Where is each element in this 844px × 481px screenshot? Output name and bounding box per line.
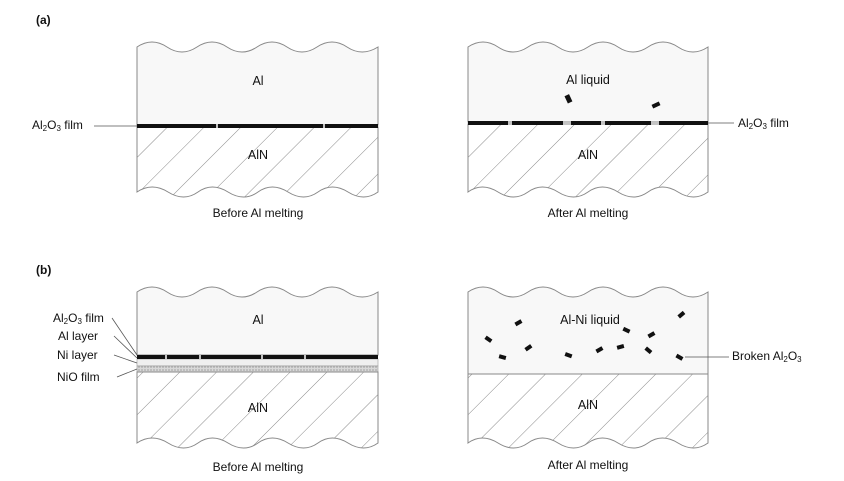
al-liquid-region [467, 41, 709, 123]
al-ni-liquid-label: Al-Ni liquid [560, 313, 620, 327]
film-gaps [216, 124, 325, 128]
ni-layer-label: Ni layer [57, 348, 98, 362]
after-melting-caption: After Al melting [547, 458, 629, 472]
ni-layer-band [136, 358, 379, 367]
panel-a-tag: (a) [36, 13, 51, 27]
film-gaps [165, 355, 306, 359]
aln-label: AlN [247, 401, 269, 415]
aln-label: AlN [577, 148, 599, 162]
al-liquid-label: Al liquid [566, 73, 610, 87]
before-melting-caption: Before Al melting [212, 460, 304, 474]
al-region [136, 286, 379, 356]
panel-a-before [94, 41, 379, 198]
al-layer-label: Al layer [58, 329, 99, 343]
panel-b-after [467, 286, 729, 449]
layer-leader-lines [111, 317, 138, 378]
aln-label: AlN [577, 398, 599, 412]
panel-a-after [467, 41, 734, 198]
al-label: Al [252, 74, 264, 88]
panel-b-before [111, 286, 379, 449]
al-label: Al [252, 313, 264, 327]
before-melting-caption: Before Al melting [212, 206, 304, 220]
al2o3-film-label: Al2O3 film [32, 118, 83, 133]
aln-region [136, 371, 379, 449]
broken-al2o3-label: Broken Al2O3 [732, 349, 802, 364]
aln-region [467, 123, 709, 198]
broken-oxide-fragments [484, 310, 686, 361]
after-melting-caption: After Al melting [547, 206, 629, 220]
nio-film-band [136, 365, 379, 373]
al2o3-film-label: Al2O3 film [738, 116, 789, 131]
aln-label: AlN [247, 148, 269, 162]
nio-film-label: NiO film [57, 370, 100, 384]
panel-b-tag: (b) [36, 263, 52, 277]
aln-region [467, 373, 709, 449]
aln-region [136, 126, 379, 198]
al-region [136, 41, 379, 126]
al-ni-liquid-region [467, 286, 709, 375]
floating-fragments [564, 94, 661, 109]
al2o3-film-label: Al2O3 film [53, 311, 104, 326]
